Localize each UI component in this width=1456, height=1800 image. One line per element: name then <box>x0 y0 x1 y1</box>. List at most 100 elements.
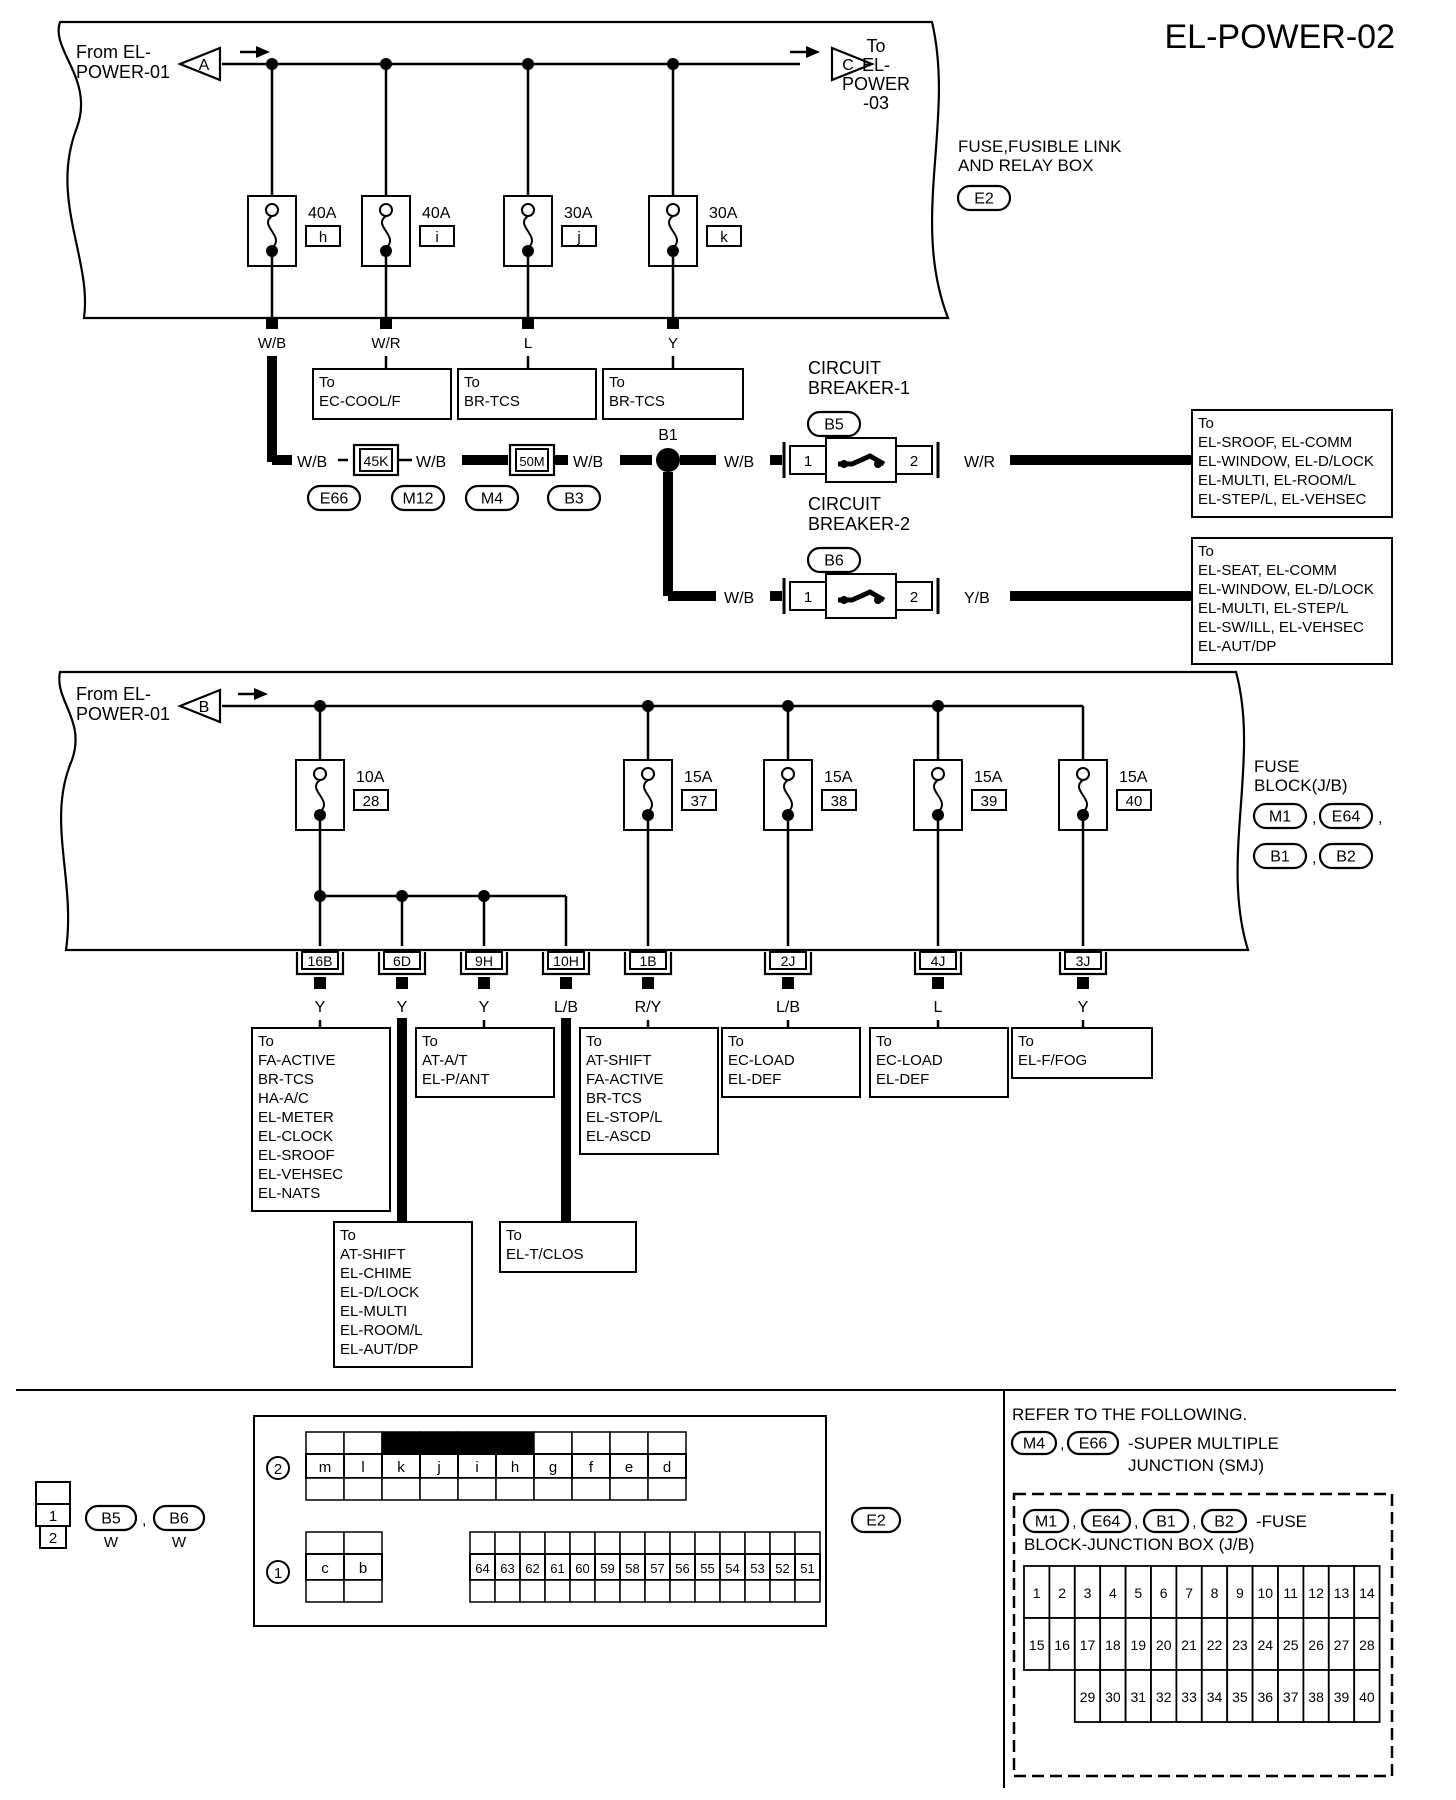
fuse-h-element <box>266 215 278 249</box>
e2-face-label <box>850 1506 902 1534</box>
fuse-block-label: FUSE <box>1254 757 1299 776</box>
jb-pin-label: 6 <box>1160 1585 1168 1601</box>
e2-pin <box>469 1553 496 1581</box>
e2-pin-label: 55 <box>700 1561 714 1576</box>
jb-connector-b2 <box>1318 842 1374 870</box>
to-el-power-03-label: POWER <box>842 74 910 94</box>
e2-cavity <box>519 1579 546 1603</box>
breaker-contact <box>874 596 882 604</box>
from-el-power-01-label: POWER-01 <box>76 62 170 82</box>
to-box-top-2 <box>457 368 597 420</box>
pin-16b-label: 16B <box>308 953 333 969</box>
pin-9h-outer <box>459 952 509 976</box>
jb-pin-label: 32 <box>1156 1689 1172 1705</box>
e2-cavity <box>569 1531 596 1555</box>
to-box-bottom-8-line: To <box>1018 1033 1034 1050</box>
connector-m4 <box>464 484 520 512</box>
jb-pin-cell <box>1175 1617 1203 1671</box>
jb-pin-label: 37 <box>1283 1689 1299 1705</box>
jb-pin-label: 34 <box>1207 1689 1223 1705</box>
e2-cavity <box>469 1579 496 1603</box>
footer-connector-b6-label: B6 <box>169 1511 189 1528</box>
breaker-pin-out-label: 2 <box>910 453 918 470</box>
refer-jb-m1 <box>1022 1508 1070 1534</box>
to-box-top-3 <box>602 368 744 420</box>
jb-pin-label: 22 <box>1207 1637 1223 1653</box>
jb-pin-label: 39 <box>1334 1689 1350 1705</box>
wire-color-label: L <box>524 335 532 352</box>
jb-pin-label: 23 <box>1232 1637 1248 1653</box>
fuse-k-amps: 30A <box>709 205 738 222</box>
wire-color-label: W/R <box>371 335 400 352</box>
e2-pin <box>719 1553 746 1581</box>
fuse-40-id-box <box>1116 789 1152 811</box>
to-box-bottom-4-line: EL-T/CLOS <box>506 1246 584 1263</box>
to-box-top-1-line: EC-COOL/F <box>319 393 401 410</box>
to-box-breaker-2-line: EL-AUT/DP <box>1198 638 1276 655</box>
jb-pin-label: 29 <box>1080 1689 1096 1705</box>
e2-connector-pill-label: E2 <box>974 191 994 208</box>
jb-pin-cell <box>1251 1565 1279 1619</box>
jb-pin-label: 21 <box>1181 1637 1197 1653</box>
fuse-h-id: h <box>319 229 327 246</box>
jb-pin-label: 12 <box>1308 1585 1324 1601</box>
junction-dot <box>314 890 326 902</box>
to-box-bottom-4 <box>499 1221 637 1273</box>
row-1-number: 1 <box>274 1565 282 1582</box>
flow-arrow-right <box>806 46 820 58</box>
to-box-bottom-3-line: AT-A/T <box>422 1052 468 1069</box>
to-box-bottom-5-line: BR-TCS <box>586 1090 642 1107</box>
to-box-bottom-8-line: EL-F/FOG <box>1018 1052 1087 1069</box>
jb-pin-cell <box>1073 1617 1102 1671</box>
to-box-bottom-3-line: To <box>422 1033 438 1050</box>
e2-pin <box>343 1553 383 1581</box>
breaker-contact <box>840 460 848 468</box>
jb-pin-label: 14 <box>1359 1585 1375 1601</box>
refer-smj-m4-label: M4 <box>1023 1436 1045 1453</box>
e2-cavity <box>343 1579 383 1603</box>
jb-pin-label: 5 <box>1134 1585 1142 1601</box>
to-box-breaker-1-line: EL-MULTI, EL-ROOM/L <box>1198 472 1356 489</box>
fuse-k-id: k <box>720 229 728 246</box>
comma: , <box>1134 1514 1138 1531</box>
connector-e66 <box>306 484 362 512</box>
to-box-bottom-1-line: EL-METER <box>258 1109 334 1126</box>
to-box-bottom-1-line: EL-VEHSEC <box>258 1166 343 1183</box>
fuse-38-terminal-top <box>781 767 795 781</box>
fusible-link-45k <box>359 448 393 472</box>
e2-cavity <box>544 1579 571 1603</box>
jb-pin-label: 2 <box>1058 1585 1066 1601</box>
jb-connector-m1-label: M1 <box>1269 809 1291 826</box>
comma: , <box>1378 810 1382 827</box>
output-terminal <box>478 977 490 989</box>
fuse-h-terminal-top <box>265 203 279 217</box>
e2-pin-label: f <box>589 1459 594 1476</box>
comma: , <box>1060 1436 1064 1453</box>
e2-pin <box>495 1453 535 1479</box>
pin-16b <box>301 951 339 970</box>
jb-pin-cell <box>1251 1669 1279 1723</box>
fuse-37-id: 37 <box>691 793 708 810</box>
output-terminal <box>932 977 944 989</box>
to-box-bottom-2-line: EL-MULTI <box>340 1303 407 1320</box>
e2-cavity <box>619 1531 646 1555</box>
to-box-bottom-1-line: EL-NATS <box>258 1185 320 1202</box>
e2-pin-label: 52 <box>775 1561 789 1576</box>
e2-cavity <box>305 1579 345 1603</box>
fuse-i-id: i <box>435 229 438 246</box>
to-box-bottom-2-line: EL-CHIME <box>340 1265 412 1282</box>
connector-m4-label: M4 <box>481 491 503 508</box>
refer-smj-m4 <box>1010 1430 1058 1456</box>
pin-9h-label: 9H <box>475 953 493 969</box>
to-el-power-03-label: -03 <box>863 93 889 113</box>
refer-jb-b2-label: B2 <box>1214 1514 1234 1531</box>
e2-cavity <box>619 1579 646 1603</box>
e2-pin-label: j <box>436 1459 440 1476</box>
to-box-bottom-2-line: EL-ROOM/L <box>340 1322 423 1339</box>
wire-color-label: L/B <box>554 999 578 1016</box>
fuse-38-element <box>782 779 794 813</box>
e2-pin <box>571 1453 611 1479</box>
e2-cavity <box>381 1477 421 1501</box>
to-box-bottom-4-line: To <box>506 1227 522 1244</box>
e2-cavity <box>419 1477 459 1501</box>
